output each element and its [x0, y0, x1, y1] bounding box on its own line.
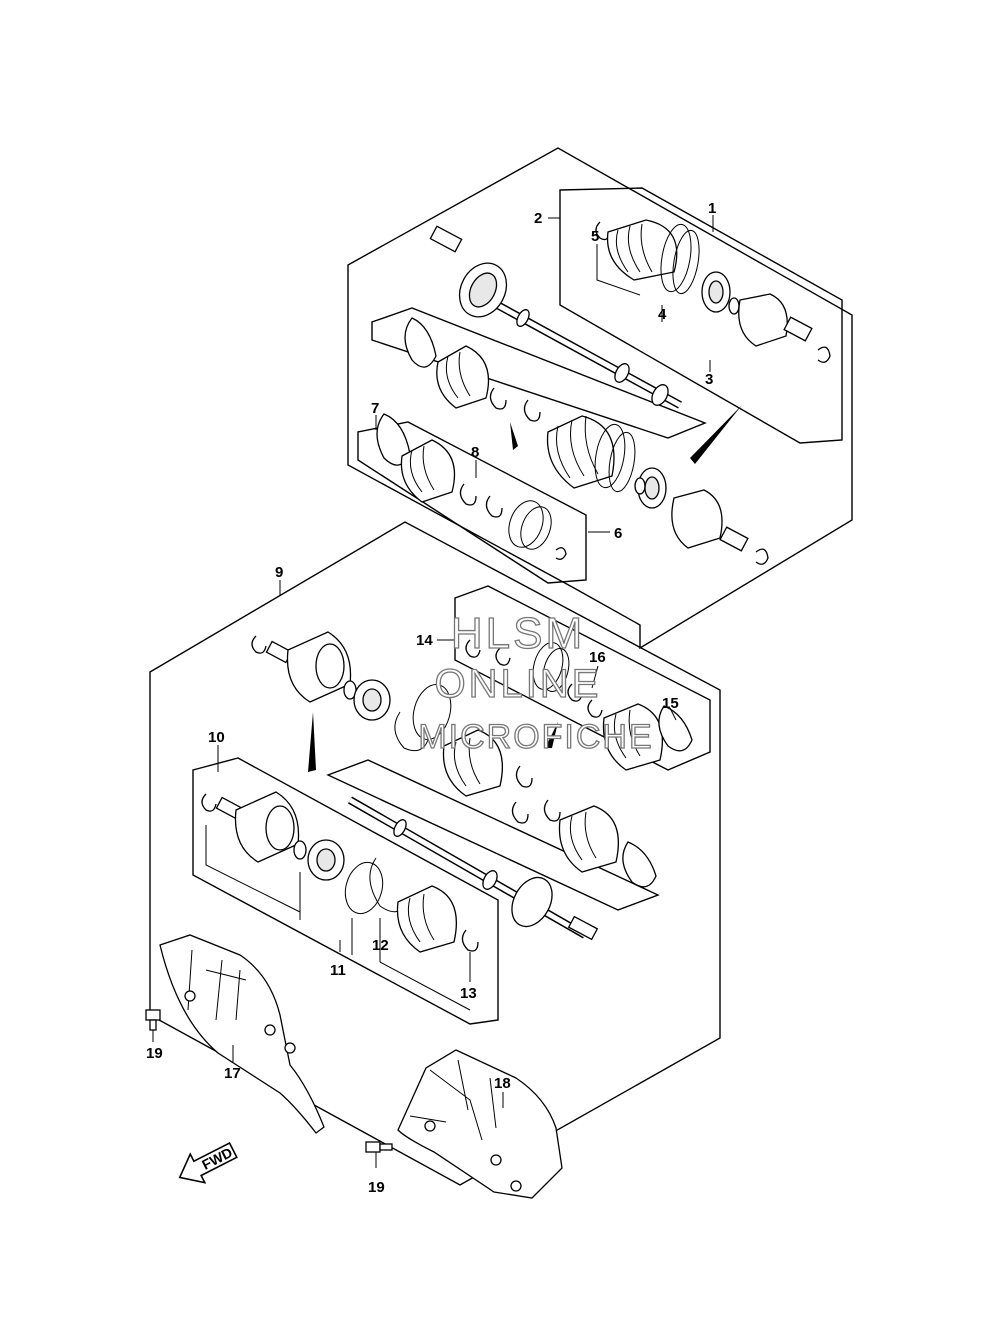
boot-set-part14	[465, 639, 693, 771]
fwd-label: FWD	[199, 1144, 235, 1173]
callout-7: 7	[371, 400, 379, 417]
watermark: HLSM ONLINE MICROFICHE	[418, 608, 653, 756]
watermark-line-2: ONLINE	[435, 662, 602, 706]
sub-frame-part1	[559, 187, 843, 444]
sub-frame-part10	[192, 757, 499, 1025]
callout-19-right: 19	[368, 1179, 385, 1196]
guard-part18	[397, 1049, 563, 1199]
boot-set-lower-right	[543, 799, 657, 888]
sub-frame-inner-boot	[371, 307, 707, 439]
arrow-marker-upper-1	[510, 422, 518, 450]
callout-16: 16	[589, 649, 606, 666]
forward-direction-arrow: FWD	[178, 1141, 238, 1184]
callout-2: 2	[534, 210, 542, 227]
arrow-marker-lower-2	[545, 722, 558, 748]
callout-19-left: 19	[146, 1045, 163, 1062]
callout-9: 9	[275, 564, 283, 581]
arrow-marker-upper-2	[690, 405, 742, 464]
watermark-line-1: HLSM	[451, 609, 585, 658]
callout-labels: 1 2 3 4 5 6 7 8 9 10 11 12 13 14 15 16 1…	[146, 200, 716, 1196]
callout-12: 12	[372, 937, 389, 954]
callout-5: 5	[591, 228, 599, 245]
callout-1: 1	[708, 200, 716, 217]
callout-6: 6	[614, 525, 622, 542]
callout-13: 13	[460, 985, 477, 1002]
sub-frame-part6	[357, 421, 587, 584]
lower-shaft	[348, 796, 599, 941]
callout-17: 17	[224, 1065, 241, 1082]
outer-joint-set	[595, 219, 831, 363]
guard-part17	[159, 934, 325, 1134]
callout-3: 3	[705, 371, 713, 388]
bolt-19-right	[365, 1141, 393, 1168]
watermark-line-3: MICROFICHE	[418, 718, 653, 756]
sub-frame-part14	[454, 585, 711, 771]
upper-shaft	[429, 225, 682, 409]
upper-shaft-assembly	[347, 147, 853, 650]
lower-shaft-assembly	[149, 521, 721, 1186]
sub-frame-lower-boot	[326, 759, 660, 911]
inner-boot-set-upper	[404, 317, 769, 565]
callout-14: 14	[416, 632, 433, 649]
joint-set-part10	[201, 791, 479, 953]
callout-11: 11	[330, 962, 346, 979]
boot-set-part6	[376, 413, 567, 560]
bolt-19-left	[145, 1009, 161, 1042]
callout-4: 4	[658, 306, 667, 323]
arrow-marker-lower-1	[308, 712, 316, 772]
callout-15: 15	[662, 695, 679, 712]
callout-8: 8	[471, 444, 479, 461]
callout-18: 18	[494, 1075, 511, 1092]
callout-10: 10	[208, 729, 225, 746]
inner-joint-set-lower	[251, 631, 533, 824]
